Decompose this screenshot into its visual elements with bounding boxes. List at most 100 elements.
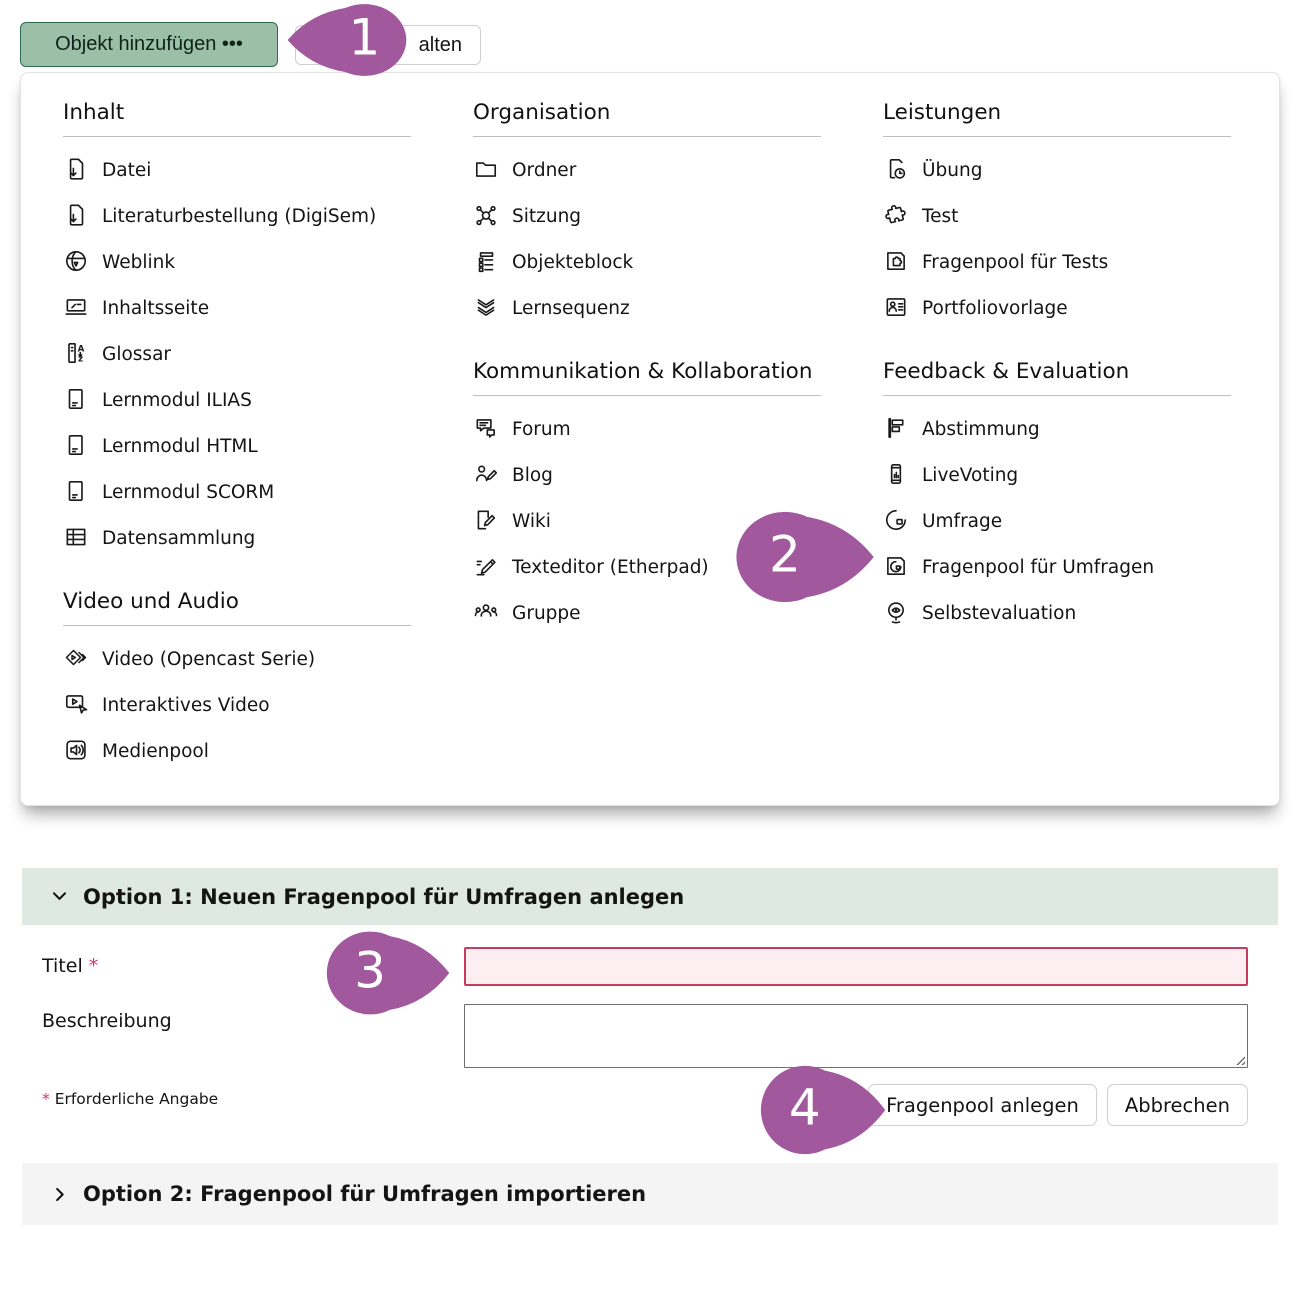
svg-text:A: A bbox=[78, 344, 85, 354]
menu-item-label: Ordner bbox=[512, 159, 577, 181]
description-textarea[interactable] bbox=[464, 1004, 1248, 1068]
menu-item-interaktives-video[interactable]: Interaktives Video bbox=[63, 687, 411, 725]
accordion-option2[interactable]: Option 2: Fragenpool für Umfragen import… bbox=[22, 1163, 1278, 1225]
add-object-button[interactable]: Objekt hinzufügen ••• bbox=[20, 22, 278, 67]
learning-module-icon bbox=[63, 478, 89, 504]
menu-item-weblink[interactable]: Weblink bbox=[63, 244, 411, 282]
title-input[interactable] bbox=[464, 947, 1248, 986]
menu-item-wiki[interactable]: Wiki bbox=[473, 503, 821, 541]
description-label: Beschreibung bbox=[42, 1010, 172, 1032]
menu-item-label: Lernmodul ILIAS bbox=[102, 389, 252, 411]
questionpool-survey-icon bbox=[883, 553, 909, 579]
menu-item-lernsequenz[interactable]: Lernsequenz bbox=[473, 290, 821, 328]
menu-section-title: Organisation bbox=[473, 99, 821, 137]
menu-item-gruppe[interactable]: Gruppe bbox=[473, 595, 821, 633]
file-download-icon bbox=[63, 156, 89, 182]
menu-item-test[interactable]: Test bbox=[883, 198, 1231, 236]
menu-item-label: Medienpool bbox=[102, 740, 209, 762]
menu-item-label: Lernmodul SCORM bbox=[102, 481, 275, 503]
media-pool-icon bbox=[63, 737, 89, 763]
menu-item-label: Abstimmung bbox=[922, 418, 1040, 440]
menu-item-umfrage[interactable]: Umfrage bbox=[883, 503, 1231, 541]
menu-item-label: Übung bbox=[922, 159, 983, 181]
menu-item-blog[interactable]: Blog bbox=[473, 457, 821, 495]
menu-item-video-opencast-serie[interactable]: Video (Opencast Serie) bbox=[63, 641, 411, 679]
menu-item-label: Gruppe bbox=[512, 602, 581, 624]
textarea-resize-handle[interactable] bbox=[1234, 1054, 1245, 1065]
menu-item-label: Datensammlung bbox=[102, 527, 256, 549]
create-questionpool-button[interactable]: Fragenpool anlegen bbox=[868, 1084, 1097, 1126]
menu-item-label: Umfrage bbox=[922, 510, 1003, 532]
group-icon bbox=[473, 599, 499, 625]
menu-item-inhaltsseite[interactable]: Inhaltsseite bbox=[63, 290, 411, 328]
menu-item-lernmodul-ilias[interactable]: Lernmodul ILIAS bbox=[63, 382, 411, 420]
menu-section-title: Leistungen bbox=[883, 99, 1231, 137]
menu-item-sitzung[interactable]: Sitzung bbox=[473, 198, 821, 236]
forum-icon bbox=[473, 415, 499, 441]
menu-item-portfoliovorlage[interactable]: Portfoliovorlage bbox=[883, 290, 1231, 328]
menu-item-forum[interactable]: Forum bbox=[473, 411, 821, 449]
menu-item-abstimmung[interactable]: Abstimmung bbox=[883, 411, 1231, 449]
menu-item-ordner[interactable]: Ordner bbox=[473, 152, 821, 190]
menu-item-label: Weblink bbox=[102, 251, 176, 273]
menu-section-title: Kommunikation & Kollaboration bbox=[473, 358, 821, 396]
title-label: Titel * bbox=[42, 955, 99, 977]
menu-item-medienpool[interactable]: Medienpool bbox=[63, 733, 411, 771]
poll-icon bbox=[883, 415, 909, 441]
menu-item-label: Interaktives Video bbox=[102, 694, 270, 716]
menu-item-fragenpool-für-umfragen[interactable]: Fragenpool für Umfragen bbox=[883, 549, 1231, 587]
etherpad-icon bbox=[473, 553, 499, 579]
menu-item-label: Datei bbox=[102, 159, 152, 181]
partially-hidden-toolbar-button[interactable]: alten bbox=[295, 25, 481, 65]
menu-item-selbstevaluation[interactable]: Selbstevaluation bbox=[883, 595, 1231, 633]
menu-item-lernmodul-html[interactable]: Lernmodul HTML bbox=[63, 428, 411, 466]
menu-item-label: Texteditor (Etherpad) bbox=[512, 556, 709, 578]
menu-item-label: Portfoliovorlage bbox=[922, 297, 1068, 319]
menu-section-title: Video und Audio bbox=[63, 588, 411, 626]
opencast-video-icon bbox=[63, 645, 89, 671]
menu-item-list: Video (Opencast Serie) Interaktives Video… bbox=[63, 641, 411, 771]
cancel-button[interactable]: Abbrechen bbox=[1106, 1084, 1248, 1126]
menu-item-fragenpool-für-tests[interactable]: Fragenpool für Tests bbox=[883, 244, 1231, 282]
menu-item-label: LiveVoting bbox=[922, 464, 1019, 486]
chevron-down-icon bbox=[50, 887, 69, 906]
form-button-row: Fragenpool anlegen Abbrechen bbox=[868, 1084, 1248, 1126]
required-asterisk: * bbox=[42, 1090, 50, 1108]
self-evaluation-icon bbox=[883, 599, 909, 625]
test-icon bbox=[883, 202, 909, 228]
menu-item-label: Video (Opencast Serie) bbox=[102, 648, 316, 670]
menu-item-datei[interactable]: Datei bbox=[63, 152, 411, 190]
menu-item-label: Literaturbestellung (DigiSem) bbox=[102, 205, 377, 227]
portfolio-template-icon bbox=[883, 294, 909, 320]
menu-item-datensammlung[interactable]: Datensammlung bbox=[63, 520, 411, 558]
learning-module-icon bbox=[63, 386, 89, 412]
menu-item-literaturbestellung-digisem[interactable]: Literaturbestellung (DigiSem) bbox=[63, 198, 411, 236]
menu-item-label: Lernsequenz bbox=[512, 297, 630, 319]
menu-item-label: Forum bbox=[512, 418, 571, 440]
menu-section-title: Feedback & Evaluation bbox=[883, 358, 1231, 396]
menu-item-übung[interactable]: Übung bbox=[883, 152, 1231, 190]
data-table-icon bbox=[63, 524, 89, 550]
menu-item-label: Lernmodul HTML bbox=[102, 435, 258, 457]
menu-item-livevoting[interactable]: LiveVoting bbox=[883, 457, 1231, 495]
menu-item-texteditor-etherpad[interactable]: Texteditor (Etherpad) bbox=[473, 549, 821, 587]
menu-item-lernmodul-scorm[interactable]: Lernmodul SCORM bbox=[63, 474, 411, 512]
accordion-option1[interactable]: Option 1: Neuen Fragenpool für Umfragen … bbox=[22, 868, 1278, 925]
menu-item-objekteblock[interactable]: Objekteblock bbox=[473, 244, 821, 282]
menu-item-label: Wiki bbox=[512, 510, 551, 532]
session-icon bbox=[473, 202, 499, 228]
blog-icon bbox=[473, 461, 499, 487]
description-field-wrap bbox=[464, 1004, 1248, 1068]
exercise-icon bbox=[883, 156, 909, 182]
file-download-icon bbox=[63, 202, 89, 228]
